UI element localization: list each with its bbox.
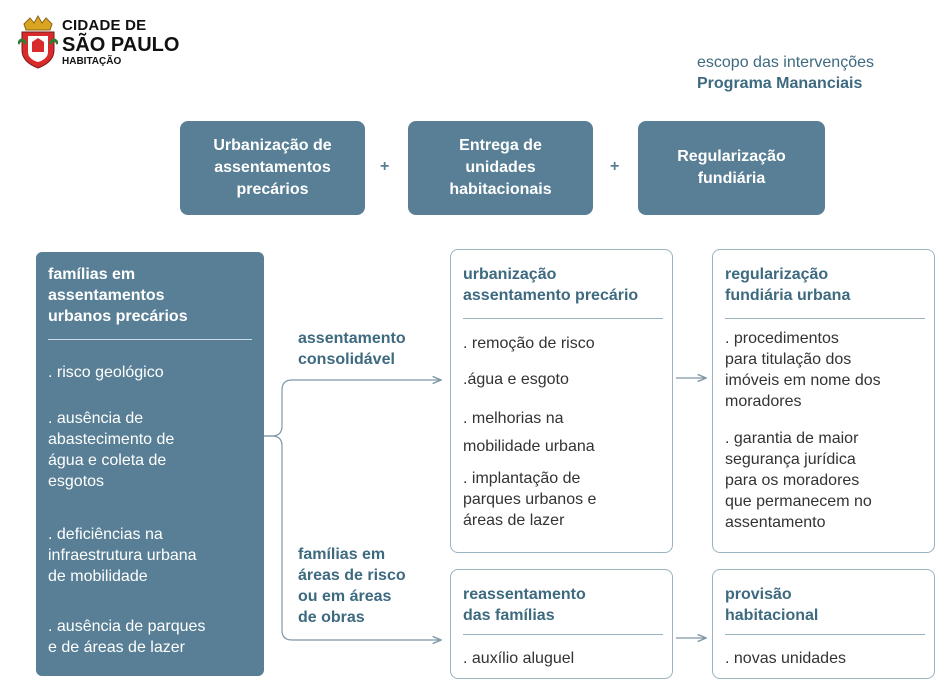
box-regularizacao-item: . procedimentos para titulação dos imóve… (725, 330, 881, 410)
box-regularizacao-divider (725, 318, 925, 319)
left-panel-title: famílias em assentamentos urbanos precár… (48, 266, 188, 325)
top-box-urbanizacao: Urbanização de assentamentos precários (180, 121, 365, 215)
box-reassentamento: reassentamento das famílias . auxílio al… (450, 569, 673, 679)
box-provisao: provisão habitacional . novas unidades (712, 569, 935, 679)
logo-text: CIDADE DE SÃO PAULO HABITAÇÃO (62, 18, 179, 67)
box-urbanizacao-item: . melhorias na mobilidade urbana (463, 410, 595, 455)
box-provisao-item: . novas unidades (725, 650, 846, 667)
top-box-regularizacao: Regularização fundiária (638, 121, 825, 215)
left-panel-item: . deficiências na infraestrutura urbana … (48, 526, 197, 585)
left-panel-item: . risco geológico (48, 364, 164, 381)
box-regularizacao-item: . garantia de maior segurança jurídica p… (725, 430, 872, 531)
box-urbanizacao-title: urbanização assentamento precário (463, 266, 639, 304)
box-reassentamento-divider (463, 634, 663, 635)
logo-line-2: SÃO PAULO (62, 34, 180, 56)
box-urbanizacao-item: .água e esgoto (463, 371, 569, 388)
box-urbanizacao-item: . implantação de parques urbanos e áreas… (463, 470, 597, 529)
branch-label-areas-de-risco: famílias em áreas de risco ou em áreas d… (298, 546, 406, 626)
city-seal-logo (16, 14, 60, 70)
box-regularizacao: regularização fundiária urbana . procedi… (712, 249, 935, 553)
left-panel-item: . ausência de abastecimento de água e co… (48, 410, 175, 490)
left-panel-item: . ausência de parques e de áreas de laze… (48, 618, 206, 656)
top-box-entrega: Entrega de unidades habitacionais (408, 121, 593, 215)
scope-heading: escopo das intervenções Programa Mananci… (697, 52, 937, 94)
logo-line-3: HABITAÇÃO (62, 56, 122, 67)
plus-sign-1: + (380, 158, 390, 175)
box-reassentamento-item: . auxílio aluguel (463, 650, 575, 667)
box-provisao-divider (725, 634, 925, 635)
plus-sign-2: + (610, 158, 620, 175)
box-provisao-title: provisão habitacional (725, 586, 819, 624)
box-urbanizacao: urbanização assentamento precário . remo… (450, 249, 673, 553)
logo-line-1: CIDADE DE (62, 17, 147, 34)
box-urbanizacao-divider (463, 318, 663, 319)
left-panel-divider (48, 339, 252, 340)
box-reassentamento-title: reassentamento das famílias (463, 586, 586, 624)
scope-line-2: Programa Mananciais (697, 75, 863, 92)
scope-line-1: escopo das intervenções (697, 54, 874, 71)
left-panel-familias: famílias em assentamentos urbanos precár… (36, 252, 264, 676)
box-regularizacao-title: regularização fundiária urbana (725, 266, 851, 304)
box-urbanizacao-item: . remoção de risco (463, 335, 595, 352)
branch-label-consolidavel: assentamento consolidável (298, 330, 406, 368)
